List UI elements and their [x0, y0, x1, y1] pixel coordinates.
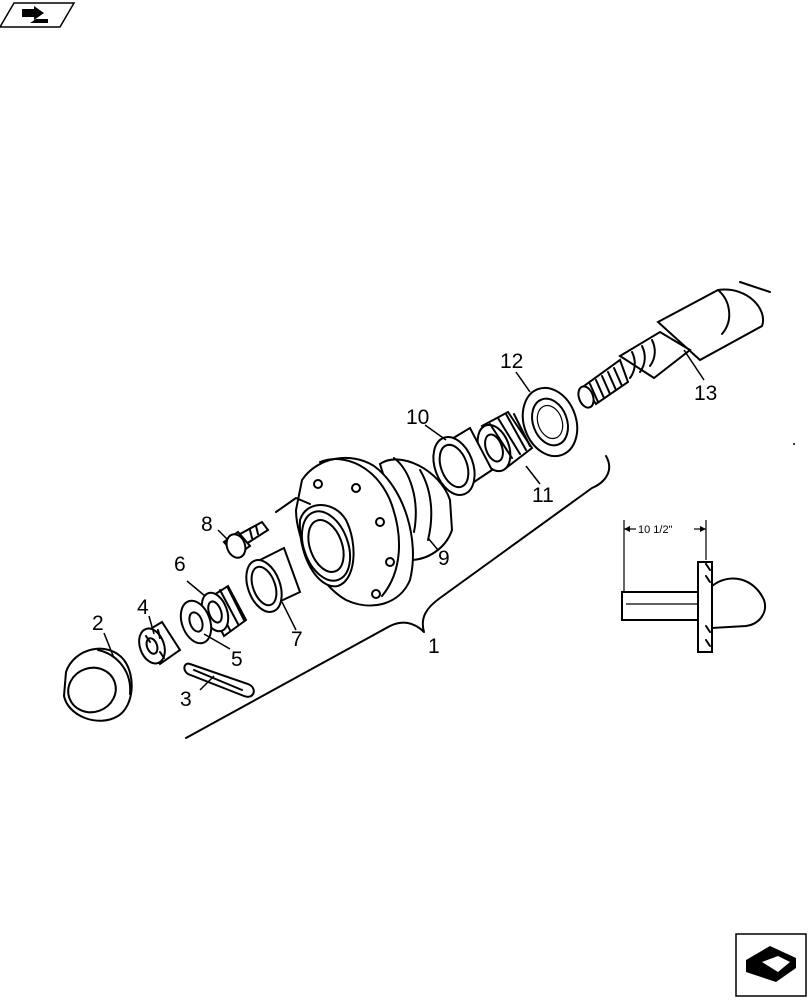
cotter-pin: [183, 662, 255, 698]
hub: [275, 456, 454, 607]
dimension-label: 10 1/2": [638, 524, 673, 536]
callout-4: 4: [137, 596, 149, 619]
next-nav-button[interactable]: [735, 933, 807, 997]
washer: [179, 599, 213, 645]
inner-bearing-cup: [432, 426, 494, 496]
callout-3: 3: [180, 688, 192, 711]
leader-lines: [103, 349, 705, 691]
callout-2: 2: [92, 612, 104, 635]
back-arrow-icon: [22, 6, 48, 23]
callout-1: 1: [428, 635, 440, 658]
spindle: [577, 281, 771, 409]
callout-6: 6: [174, 553, 186, 576]
callout-9: 9: [438, 547, 450, 570]
next-arrow-icon: [746, 946, 796, 982]
callout-13: 13: [694, 382, 717, 405]
stray-mark: [793, 443, 795, 445]
callout-11: 11: [532, 484, 554, 507]
back-nav-button[interactable]: [0, 2, 76, 28]
callout-5: 5: [231, 648, 243, 671]
seal: [521, 386, 579, 458]
castle-nut: [138, 620, 182, 666]
wheel-bolt: [222, 520, 270, 559]
callout-10: 10: [406, 406, 429, 429]
outer-bearing-cup: [245, 546, 302, 613]
assembly-bracket: [185, 455, 611, 739]
callout-8: 8: [201, 513, 213, 536]
callout-7: 7: [291, 628, 303, 651]
hub-cap: [62, 647, 133, 722]
spindle-length-detail: 10 1/2": [621, 520, 766, 653]
callout-12: 12: [500, 350, 523, 373]
